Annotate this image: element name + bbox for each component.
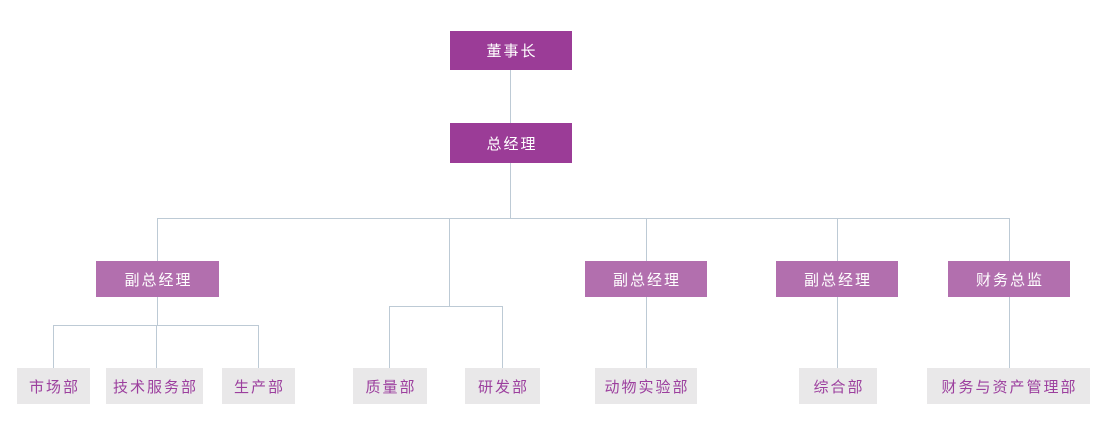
node-rd-dept: 研发部 [465, 368, 540, 404]
connector-drop-vp-a [157, 218, 158, 261]
node-vp-a: 副总经理 [96, 261, 219, 297]
connector-left-bar [53, 325, 258, 326]
connector-drop-quality [389, 306, 390, 368]
node-tech-service-dept: 技术服务部 [106, 368, 203, 404]
connector-drop-tech-service [156, 325, 157, 368]
connector-drop-vp-b [646, 218, 647, 261]
connector-drop-rd [502, 306, 503, 368]
connector-vp-a-stub [157, 297, 158, 325]
node-general-affairs-dept: 综合部 [799, 368, 877, 404]
connector-drop-cfo [1009, 218, 1010, 261]
node-general-manager: 总经理 [450, 123, 572, 163]
connector-main-bar [157, 218, 1010, 219]
connector-drop-vp-c [837, 218, 838, 261]
node-quality-dept: 质量部 [353, 368, 427, 404]
connector-mid-bar [389, 306, 502, 307]
connector-vp-c-general [837, 297, 838, 368]
node-finance-director: 财务总监 [948, 261, 1070, 297]
connector-cfo-finance-asset [1009, 297, 1010, 368]
node-animal-lab-dept: 动物实验部 [595, 368, 697, 404]
node-chairman: 董事长 [450, 31, 572, 70]
node-market-dept: 市场部 [17, 368, 90, 404]
node-production-dept: 生产部 [222, 368, 295, 404]
node-vp-c: 副总经理 [776, 261, 898, 297]
node-vp-b: 副总经理 [585, 261, 707, 297]
connector-vp-b-animal-lab [646, 297, 647, 368]
connector-gm-mainbar [510, 163, 511, 218]
connector-chairman-gm [510, 70, 511, 123]
connector-drop-mid-junction [449, 218, 450, 306]
node-finance-asset-dept: 财务与资产管理部 [927, 368, 1090, 404]
connector-drop-market [53, 325, 54, 368]
connector-drop-production [258, 325, 259, 368]
